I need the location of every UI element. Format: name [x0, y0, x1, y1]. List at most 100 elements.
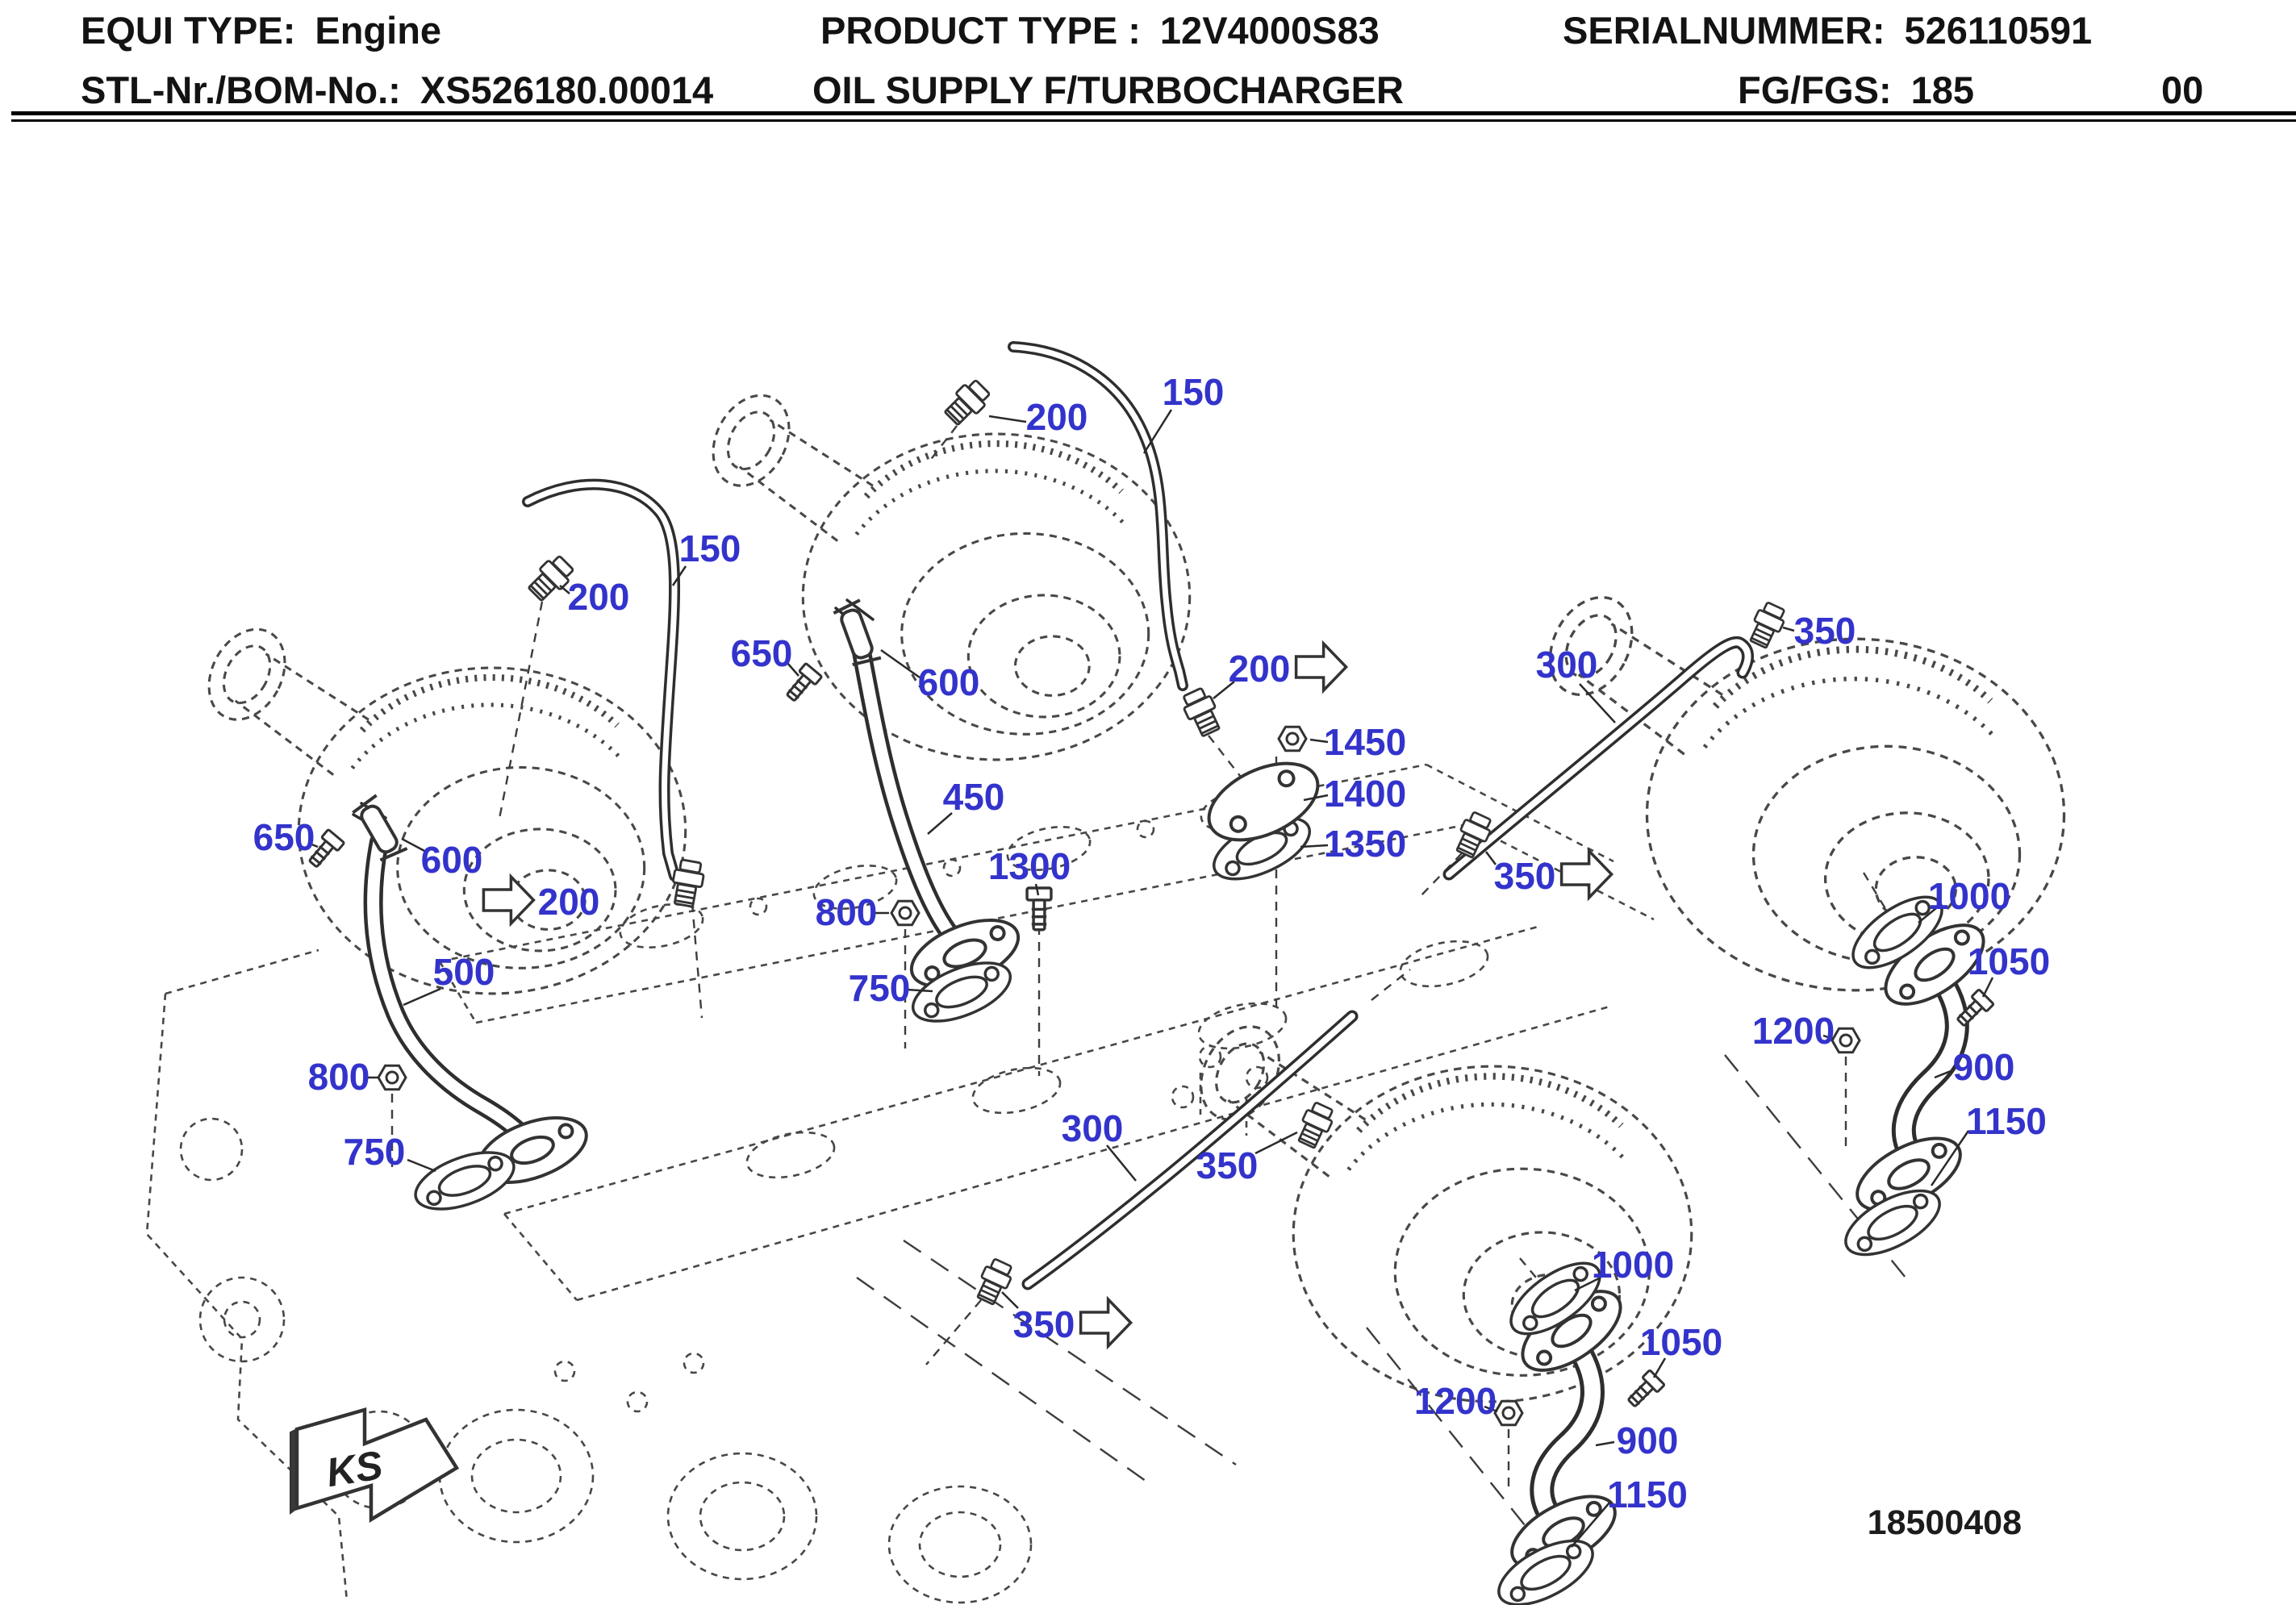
callout-number: 900 [1617, 1419, 1679, 1461]
callout-leader-line [1822, 1034, 1834, 1040]
part-callout-200: 200 [988, 396, 1088, 438]
direction-block-arrow-icon [482, 875, 536, 925]
part-callout-1300: 1300 [988, 845, 1071, 896]
part-callout-900: 900 [1934, 1046, 2014, 1088]
fg-fgs-value: 185 [1910, 69, 1975, 111]
callout-leader-line [1934, 1069, 1952, 1079]
ks-direction-label: KS [324, 1442, 386, 1495]
callout-leader-line [1930, 1130, 1970, 1186]
callout-leader-line [988, 415, 1027, 423]
part-callout-800: 800 [308, 1056, 378, 1098]
equi-type-cell: EQUI TYPE: Engine [81, 8, 441, 52]
direction-block-arrow-icon [1559, 849, 1613, 899]
part-callout-350: 350 [1001, 1291, 1133, 1348]
part-callout-900: 900 [1595, 1419, 1679, 1461]
part-callout-750: 750 [849, 967, 933, 1009]
callout-leader-line [1485, 851, 1497, 865]
callout-leader-line [1918, 907, 1937, 923]
sheet-title: OIL SUPPLY F/TURBOCHARGER [812, 69, 1404, 111]
callout-number: 350 [1494, 855, 1556, 897]
callout-number: 500 [433, 951, 495, 993]
callout-number: 1050 [1968, 940, 2050, 982]
part-callout-650: 650 [253, 816, 319, 858]
part-callout-1050: 1050 [1968, 940, 2050, 998]
callout-number: 200 [568, 576, 630, 618]
callout-number: 750 [849, 967, 911, 1009]
equi-type-value: Engine [315, 9, 442, 52]
return-pipe-500 [363, 832, 537, 1150]
callout-number: 450 [943, 776, 1005, 818]
callout-leader-line [1034, 883, 1040, 896]
callout-leader-line [1574, 1276, 1601, 1292]
callout-number: 600 [918, 661, 980, 703]
plug-fitting-icon [1744, 598, 1790, 652]
callout-number: 1400 [1324, 773, 1406, 815]
part-callout-200: 200 [482, 875, 600, 925]
callout-leader-line [787, 662, 799, 677]
bom-number-label: STL-Nr./BOM-No.: [81, 69, 401, 111]
callout-number: 300 [1062, 1107, 1124, 1149]
part-callout-1000: 1000 [1918, 875, 2010, 923]
revision-value: 00 [2161, 69, 2204, 111]
callout-number: 150 [679, 527, 741, 569]
part-callout-300: 300 [1536, 644, 1616, 723]
plug-fitting-icon [1451, 808, 1497, 861]
nut-icon [1493, 1399, 1524, 1427]
part-callout-1200: 1200 [1752, 1010, 1835, 1052]
callout-leader-line [1484, 1405, 1498, 1413]
supply-pipe-300-bottom [1021, 1010, 1359, 1290]
plug-fitting-icon [1292, 1098, 1338, 1152]
callout-leader-line [1981, 977, 1994, 998]
callout-leader-line [1106, 1144, 1137, 1182]
part-callout-300: 300 [1062, 1107, 1137, 1182]
fg-fgs-cell: FG/FGS:185 [1738, 68, 1974, 112]
callout-leader-line [1213, 681, 1235, 699]
callout-leader-line [1652, 1357, 1667, 1378]
part-callout-150: 150 [671, 527, 741, 586]
part-callout-1350: 1350 [1300, 823, 1406, 865]
part-callout-1450: 1450 [1309, 721, 1406, 763]
callout-number: 200 [1026, 396, 1088, 438]
part-callout-650: 650 [731, 632, 799, 677]
supply-hose-150-left [522, 478, 681, 882]
callout-number: 650 [253, 816, 315, 858]
nut-icon [1831, 1027, 1861, 1054]
callout-leader-line [1142, 409, 1173, 454]
callout-leader-line [1595, 1440, 1615, 1447]
part-callout-450: 450 [927, 776, 1005, 835]
callout-number: 1350 [1324, 823, 1406, 865]
product-type-label: PRODUCT TYPE : [820, 9, 1141, 52]
part-callout-350: 350 [1782, 610, 1856, 652]
part-callout-600: 600 [401, 837, 482, 881]
callout-number: 200 [538, 881, 600, 923]
callout-leader-line [1571, 1501, 1611, 1548]
callout-leader-line [1300, 844, 1329, 848]
callout-leader-line [671, 565, 687, 586]
callout-number: 650 [731, 632, 793, 674]
callout-number: 1000 [1592, 1244, 1674, 1286]
callout-leader-line [1782, 626, 1795, 632]
part-callout-800: 800 [816, 891, 889, 933]
part-callout-350: 350 [1485, 849, 1613, 899]
pipe-collar-icon [831, 598, 883, 669]
callout-leader-line [1309, 738, 1329, 744]
construction-lines [390, 425, 1906, 1538]
return-pipe-450 [850, 634, 968, 953]
callout-number: 1200 [1752, 1010, 1835, 1052]
turbocharger-left [194, 616, 685, 994]
serial-number-value: 526110591 [1904, 9, 2093, 52]
figure-number: 18500408 [1868, 1503, 2022, 1542]
callout-leader-line [403, 987, 441, 1007]
callout-number: 800 [816, 891, 878, 933]
callout-leader-line [1254, 1131, 1298, 1155]
callout-number: 350 [1794, 610, 1856, 652]
callout-leader-line [309, 842, 319, 848]
part-callout-1000: 1000 [1574, 1244, 1674, 1292]
direction-block-arrow-icon [1079, 1298, 1133, 1348]
serial-number-label: SERIALNUMMER: [1563, 9, 1885, 52]
equi-type-label: EQUI TYPE: [81, 9, 296, 52]
part-callout-1150: 1150 [1930, 1100, 2047, 1186]
callout-number: 800 [308, 1056, 370, 1098]
callout-leader-line [559, 585, 570, 594]
